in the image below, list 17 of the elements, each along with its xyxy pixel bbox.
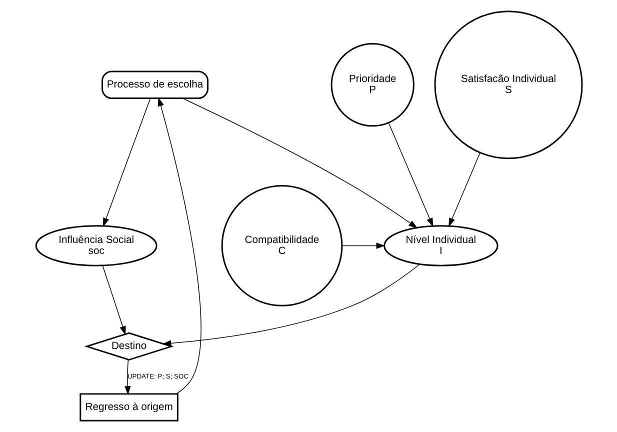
node-ellipse: Nível Individual I (383, 225, 498, 266)
node-circle: Compatibilidade C (220, 185, 342, 306)
node-circle: Prioridade P (330, 43, 414, 127)
arrow (448, 152, 480, 227)
node-diamond: Destino (84, 332, 174, 361)
node-box: Processo de escolha (101, 70, 208, 99)
node-box: Regresso à origem (79, 393, 178, 422)
node-ellipse: Influência Social soc (34, 225, 157, 266)
node-circle: Satisfacão Individual S (434, 10, 582, 160)
arrow (157, 97, 201, 394)
arrow (182, 98, 418, 228)
arrow (102, 265, 126, 336)
arrow (124, 359, 130, 395)
arrow (388, 122, 433, 227)
arrow (102, 98, 150, 227)
arrow (162, 264, 420, 346)
arrow (341, 242, 385, 249)
